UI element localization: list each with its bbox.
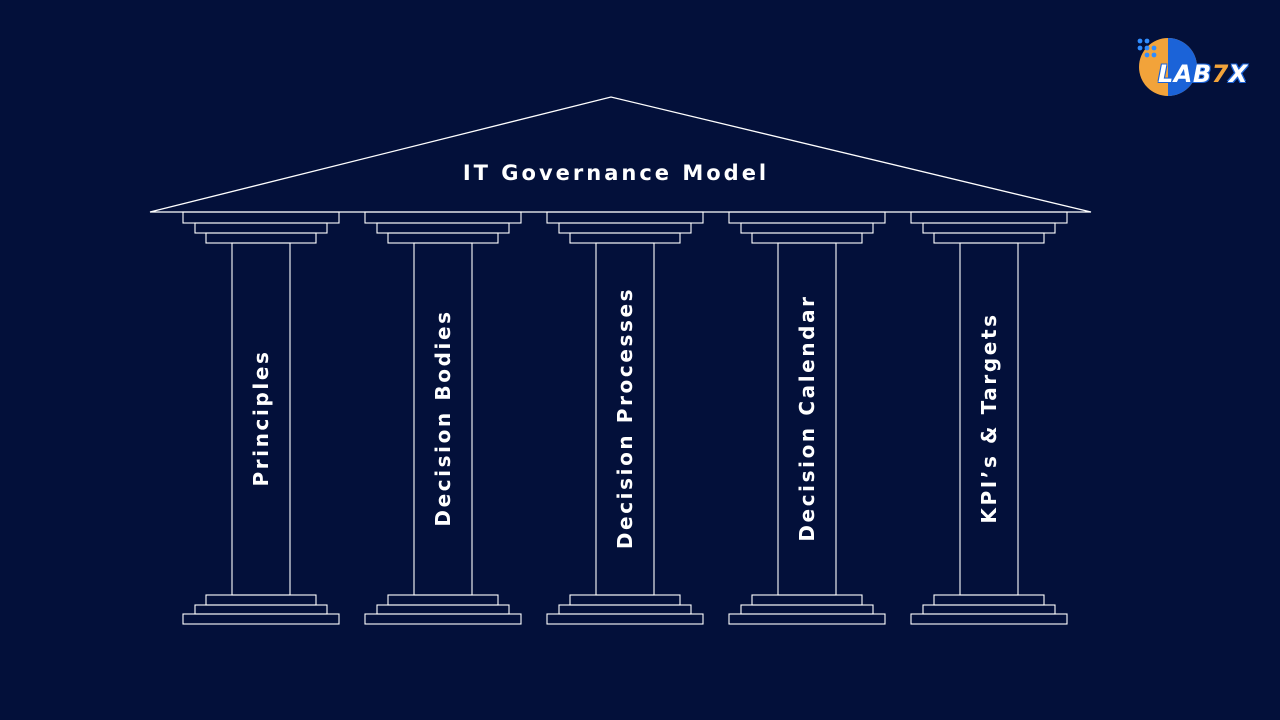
pillar: KPI’s & Targets (910, 211, 1068, 625)
pillar-capital-bottom (569, 232, 681, 244)
pillar-capital-bottom (751, 232, 863, 244)
pillar: Decision Bodies (364, 211, 522, 625)
pillar-capital-top (910, 211, 1068, 224)
pillar-base-middle (558, 604, 692, 615)
pillar-capital-bottom (933, 232, 1045, 244)
pillar-label: Decision Calendar (795, 294, 819, 541)
pillar-label: Decision Bodies (431, 309, 455, 526)
pillar-base-top (205, 594, 317, 606)
pillar-label: KPI’s & Targets (977, 312, 1001, 523)
pillar-capital-top (182, 211, 340, 224)
pillars: Principles Decision Bodies Decision Proces… (182, 211, 1068, 625)
pillar-base-middle (740, 604, 874, 615)
pillar-base-top (569, 594, 681, 606)
pillar-base-top (387, 594, 499, 606)
pillar: Principles (182, 211, 340, 625)
pillar: Decision Calendar (728, 211, 886, 625)
pillar-capital-bottom (205, 232, 317, 244)
pillar-label: Principles (249, 350, 273, 487)
pillar-base-bottom (728, 613, 886, 625)
pillar-capital-middle (194, 222, 328, 234)
pillar-base-top (933, 594, 1045, 606)
pillar-base-top (751, 594, 863, 606)
pillar-base-middle (922, 604, 1056, 615)
roof-pediment (149, 96, 1092, 213)
pillar-capital-middle (558, 222, 692, 234)
logo-wordmark: LAB7X (1158, 60, 1248, 88)
pillar-capital-top (364, 211, 522, 224)
pillar-base-bottom (546, 613, 704, 625)
pillar-capital-top (546, 211, 704, 224)
pillar-label: Decision Processes (613, 287, 637, 549)
pillar-capital-middle (376, 222, 510, 234)
pillar-base-bottom (910, 613, 1068, 625)
pillar-capital-top (728, 211, 886, 224)
pillar-capital-middle (740, 222, 874, 234)
pillar-base-bottom (182, 613, 340, 625)
pillar-capital-bottom (387, 232, 499, 244)
pillar: Decision Processes (546, 211, 704, 625)
pillar-base-middle (376, 604, 510, 615)
lab7x-logo: LAB7X (1134, 36, 1274, 98)
pillar-base-middle (194, 604, 328, 615)
pillar-base-bottom (364, 613, 522, 625)
diagram-title: IT Governance Model (463, 161, 769, 185)
logo-mark-icon (1137, 38, 1197, 96)
pillar-capital-middle (922, 222, 1056, 234)
